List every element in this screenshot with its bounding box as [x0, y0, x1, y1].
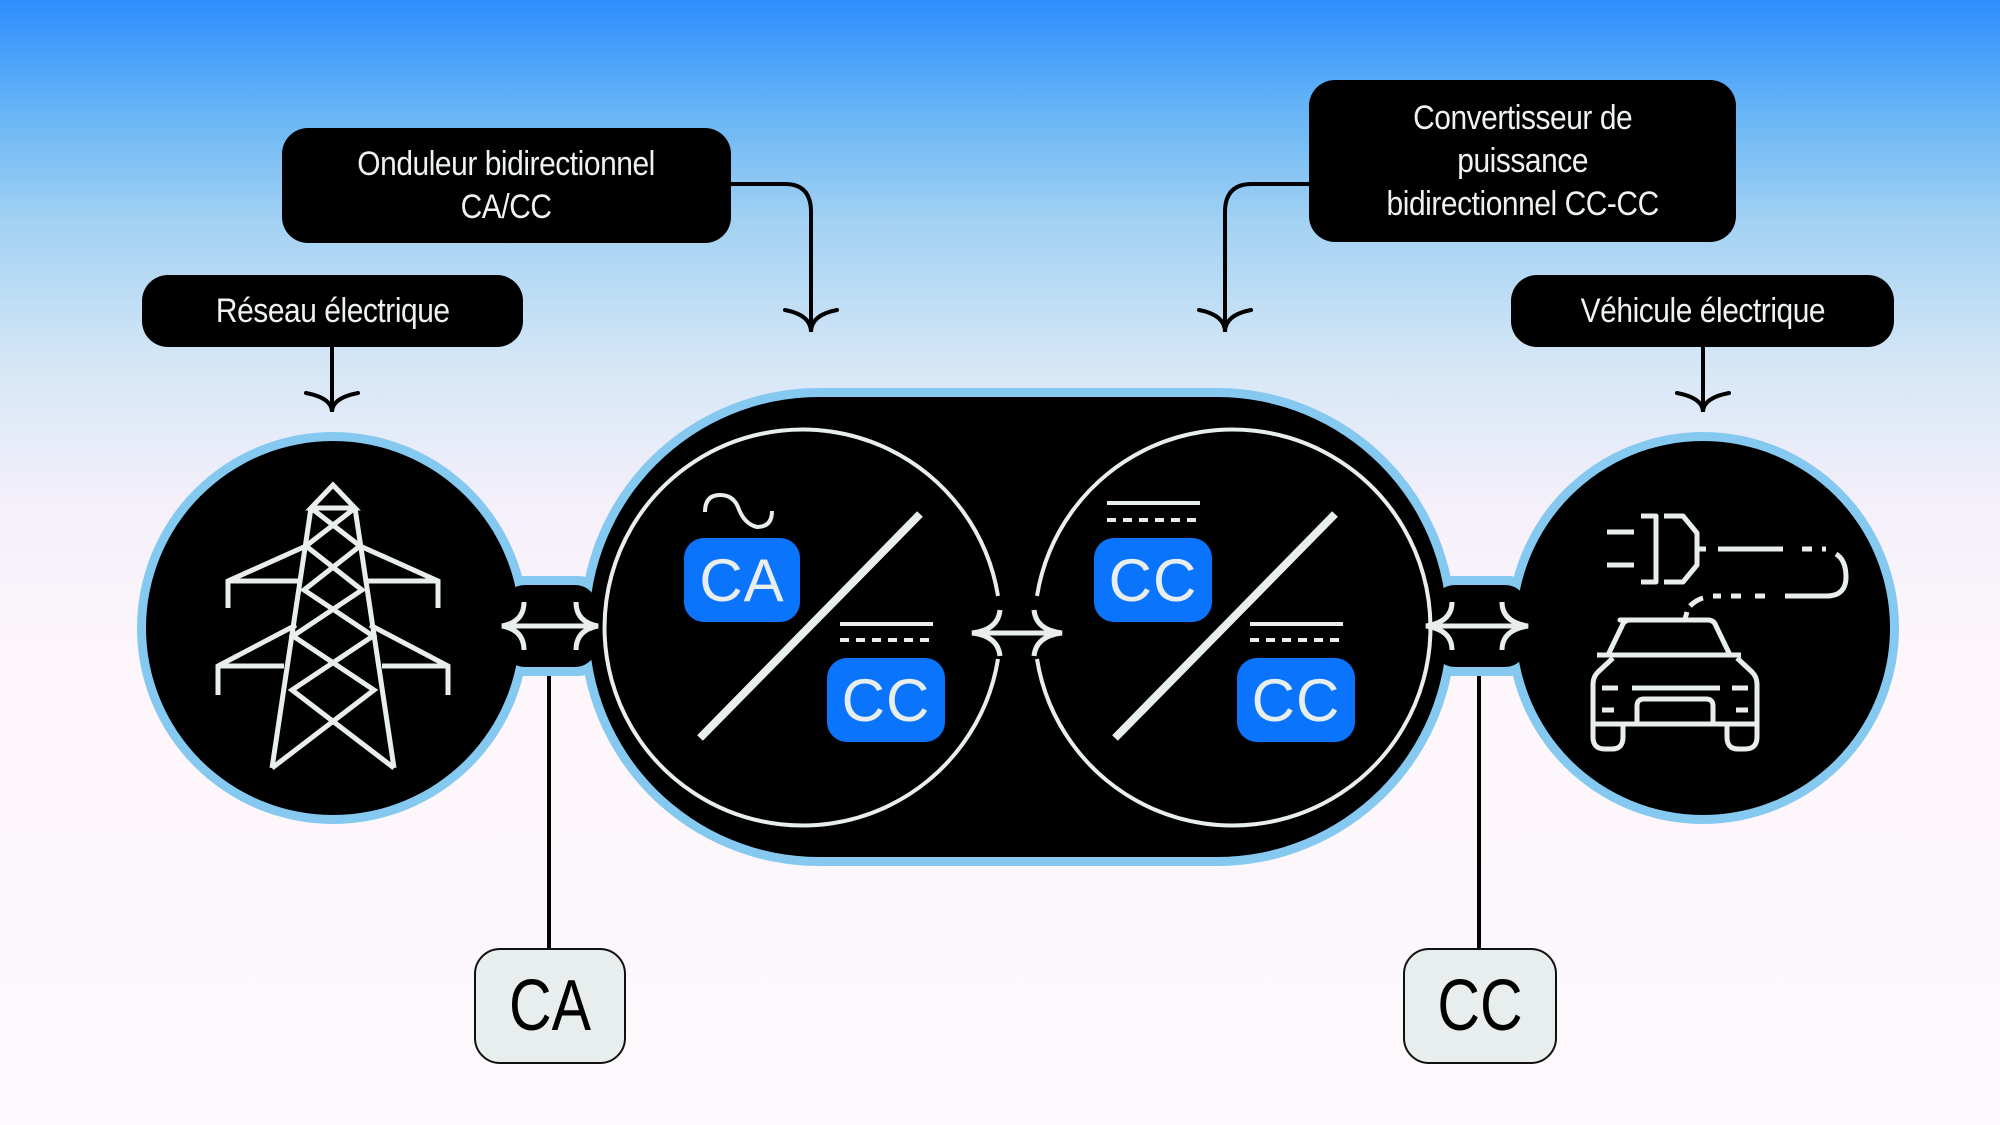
converter-input-badge: CC — [1094, 538, 1212, 622]
vehicle-node — [1516, 441, 1890, 815]
leader-lines — [304, 182, 1731, 952]
node-bodies — [146, 397, 1890, 857]
dc-tag: CC — [1403, 948, 1557, 1064]
inverter-label: Onduleur bidirectionnel CA/CC — [282, 128, 731, 243]
converter-arrowhead — [1197, 308, 1253, 333]
ac-sine-icon — [703, 492, 774, 530]
bidirectional-arrow-icon — [1425, 601, 1529, 651]
inverter-label-text: Onduleur bidirectionnel CA/CC — [357, 144, 656, 226]
converter-capsule — [589, 397, 1447, 857]
inverter-input-badge: CA — [684, 538, 800, 622]
badge-text: CA — [699, 546, 785, 614]
inverter-arrowhead — [783, 308, 839, 333]
bidirectional-arrows — [501, 601, 1529, 657]
ac-tag: CA — [474, 948, 626, 1064]
dc-symbols — [840, 501, 1343, 642]
grid-label-text: Réseau électrique — [215, 291, 450, 330]
vehicle-label-text: Véhicule électrique — [1580, 291, 1825, 330]
inverter-stage-circle — [602, 427, 1000, 828]
dc-lines-icon — [1250, 622, 1343, 642]
converter-label: Convertisseur de puissance bidirectionne… — [1309, 80, 1736, 242]
power-pylon-icon — [215, 481, 451, 770]
inverter-leader-line — [729, 182, 813, 332]
dc-tag-text: CC — [1437, 966, 1523, 1046]
inverter-divider — [697, 511, 923, 741]
bidirectional-arrow-icon — [501, 601, 599, 651]
badge-text: CC — [1251, 666, 1341, 734]
converter-leader-line — [1223, 182, 1311, 332]
dc-lines-icon — [1107, 501, 1200, 522]
grid-label: Réseau électrique — [142, 275, 523, 347]
converter-output-badge: CC — [1237, 658, 1355, 742]
badge-text: CC — [1108, 546, 1198, 614]
bidirectional-arrow-icon — [971, 609, 1063, 657]
grid-arrowhead — [304, 391, 360, 413]
inverter-output-badge: CC — [827, 658, 945, 742]
dc-lines-icon — [840, 622, 933, 642]
stage-dividers — [697, 511, 1338, 741]
converter-divider — [1112, 511, 1338, 741]
ac-tag-text: CA — [508, 966, 592, 1046]
badge-text: CC — [841, 666, 931, 734]
converter-label-text: Convertisseur de puissance bidirectionne… — [1386, 98, 1659, 223]
vehicle-label: Véhicule électrique — [1511, 275, 1894, 347]
grid-node — [146, 441, 520, 815]
vehicle-arrowhead — [1675, 391, 1731, 413]
ev-plug-car-icon — [1590, 513, 1849, 752]
